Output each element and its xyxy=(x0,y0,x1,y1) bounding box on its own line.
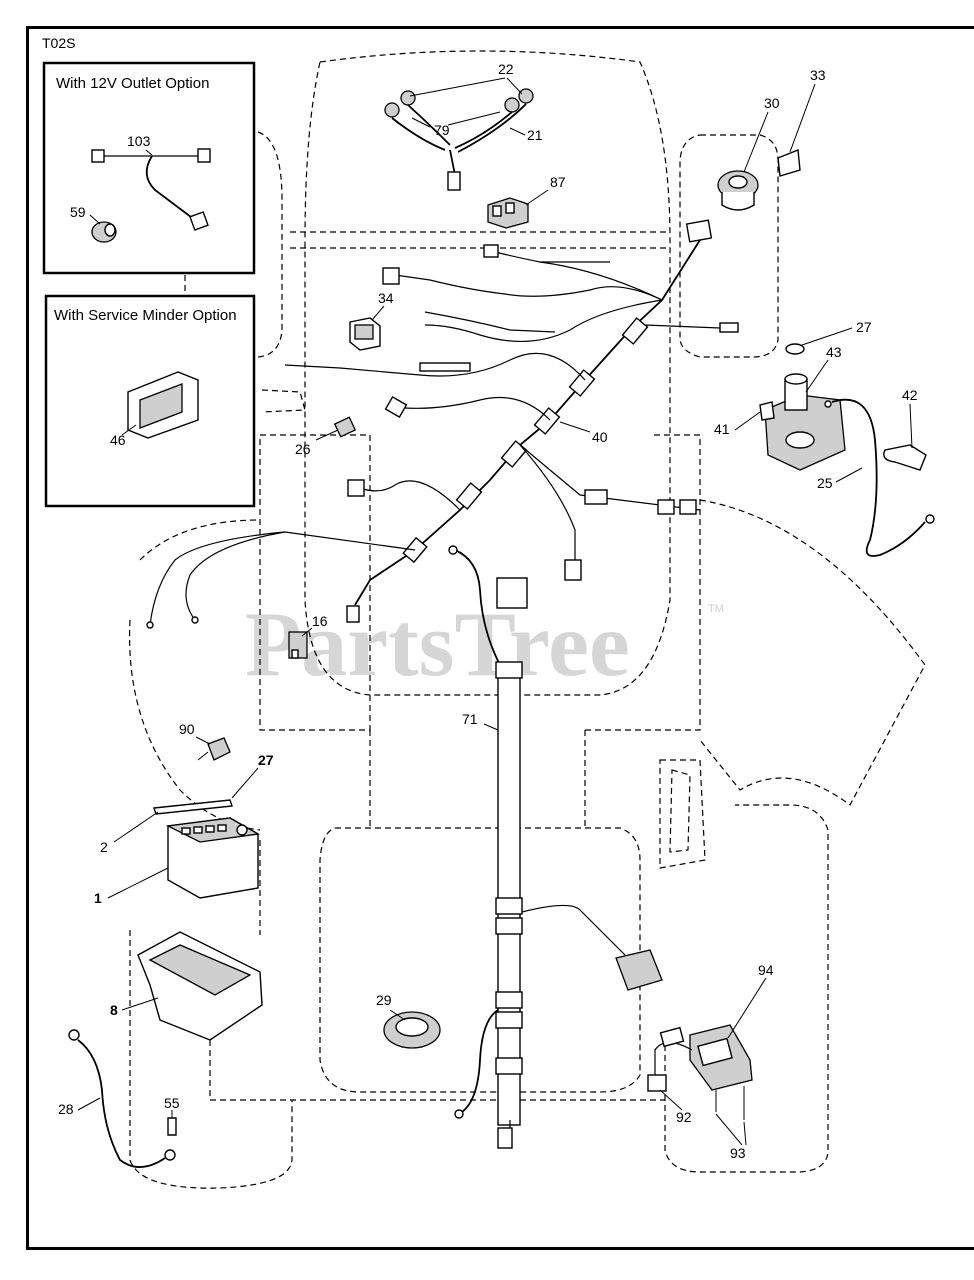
callout-55: 55 xyxy=(164,1095,180,1111)
harness-plug xyxy=(447,171,461,191)
headlight-bulb xyxy=(400,90,416,106)
harness-sleeve xyxy=(497,664,521,1126)
callout-71: 71 xyxy=(462,711,478,727)
option-box-12v: With 12V Outlet Option 103 59 xyxy=(42,61,256,275)
watermark-tm: TM xyxy=(708,603,724,615)
battery-assembly: 2 27 1 8 28 55 xyxy=(58,752,274,1168)
diagram-code: T02S xyxy=(42,35,75,51)
callout-21: 21 xyxy=(527,127,543,143)
headlight-bulb xyxy=(504,97,520,113)
callout-1: 1 xyxy=(94,890,102,906)
callout-59: 59 xyxy=(70,204,86,220)
part-34-switch: 34 xyxy=(349,290,394,351)
headlight-harness: 22 79 21 xyxy=(384,61,543,191)
ignition-switch: 30 33 xyxy=(717,67,826,211)
battery-cable-harness: 71 xyxy=(448,545,663,1149)
callout-25: 25 xyxy=(817,475,833,491)
connector-plug xyxy=(91,149,105,163)
callout-41: 41 xyxy=(714,421,730,437)
callout-28: 28 xyxy=(58,1101,74,1117)
callout-8: 8 xyxy=(110,1002,118,1018)
terminal-boot xyxy=(883,444,927,471)
ignition-key xyxy=(777,149,801,177)
option-box-12v-title: With 12V Outlet Option xyxy=(56,75,209,92)
callout-34: 34 xyxy=(378,290,394,306)
callout-87: 87 xyxy=(550,174,566,190)
callout-79: 79 xyxy=(434,122,450,138)
callout-40: 40 xyxy=(592,429,608,445)
outlet-connector xyxy=(189,211,209,231)
part-16-relay: 16 xyxy=(288,613,328,659)
callout-2: 2 xyxy=(100,839,108,855)
harness-plug xyxy=(564,559,582,581)
callout-27-battery: 27 xyxy=(258,752,274,768)
callout-46: 46 xyxy=(110,432,126,448)
callout-29: 29 xyxy=(376,992,392,1008)
starter-solenoid: 27 43 41 25 42 xyxy=(714,319,935,557)
callout-16: 16 xyxy=(312,613,328,629)
part-29-grommet: 29 xyxy=(376,992,441,1049)
callout-26: 26 xyxy=(295,441,311,457)
callout-92: 92 xyxy=(676,1109,692,1125)
option-box-service-minder-title: With Service Minder Option xyxy=(54,307,237,324)
callout-90: 90 xyxy=(179,721,195,737)
callout-42: 42 xyxy=(902,387,918,403)
headlight-bulb xyxy=(384,102,400,118)
diagram-frame xyxy=(26,26,974,1250)
callout-103: 103 xyxy=(127,133,151,149)
part-90: 90 xyxy=(179,721,231,761)
seat-switch-connector xyxy=(615,949,663,991)
main-wire-harness: 40 xyxy=(146,219,739,629)
callout-33: 33 xyxy=(810,67,826,83)
headlight-bulb xyxy=(518,88,534,104)
part-26-fuse: 26 xyxy=(295,416,357,457)
callout-94: 94 xyxy=(758,962,774,978)
callout-43: 43 xyxy=(826,344,842,360)
callout-27: 27 xyxy=(856,319,872,335)
option-box-service-minder: With Service Minder Option 46 xyxy=(44,294,256,508)
watermark-text: PartsTree xyxy=(245,593,630,695)
part-87-switch: 87 xyxy=(487,174,566,229)
part-94-module: 94 92 93 xyxy=(647,962,774,1161)
connector-plug xyxy=(197,148,211,163)
harness-connector xyxy=(685,219,713,243)
callout-22: 22 xyxy=(498,61,514,77)
callout-93: 93 xyxy=(730,1145,746,1161)
harness-plug xyxy=(496,577,528,609)
callout-30: 30 xyxy=(764,95,780,111)
